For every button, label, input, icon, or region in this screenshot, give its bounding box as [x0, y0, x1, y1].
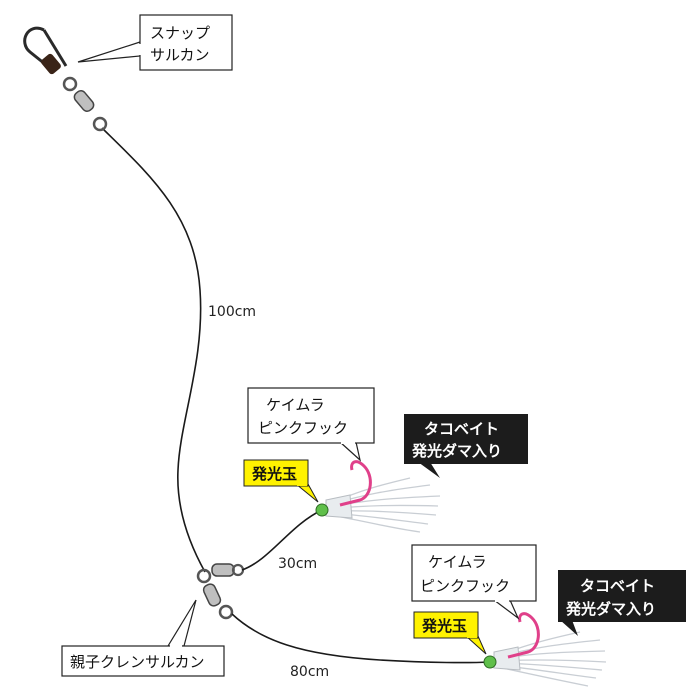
bead2-label: 発光玉	[421, 617, 467, 635]
bead-callout-1: 発光玉	[243, 459, 319, 503]
main-line	[101, 127, 206, 573]
hook2-label-line1: ケイムラ	[428, 553, 487, 571]
hook1-label-line1: ケイムラ	[266, 396, 325, 414]
hook-callout-2: ケイムラ ピンクフック	[411, 544, 537, 620]
bait2-label-line1: タコベイト	[580, 577, 655, 595]
bait-callout-1: タコベイト 発光ダマ入り	[404, 414, 528, 478]
snap-swivel-icon	[23, 26, 108, 132]
branch2-length: 80cm	[290, 664, 329, 680]
bait1-label-line2: 発光ダマ入り	[411, 442, 502, 460]
octopus-lure-1-icon	[315, 460, 441, 533]
hook1-label-line2: ピンクフック	[258, 419, 348, 437]
bait1-label-line1: タコベイト	[424, 420, 499, 438]
oyako-label: 親子クレンサルカン	[70, 653, 205, 671]
branch1-length: 30cm	[278, 556, 317, 572]
hook2-label-line2: ピンクフック	[420, 577, 510, 595]
snap-label-line1: スナップ	[150, 24, 210, 42]
hook-callout-1: ケイムラ ピンクフック	[247, 387, 375, 462]
snap-swivel-callout: スナップ サルカン	[77, 14, 233, 71]
branch-line-1	[241, 509, 323, 571]
branch-line-2	[231, 613, 491, 664]
bead1-label: 発光玉	[251, 465, 297, 483]
octopus-lure-2-icon	[483, 612, 607, 687]
bead-callout-2: 発光玉	[413, 611, 487, 655]
snap-label-line2: サルカン	[150, 46, 210, 64]
bait2-label-line2: 発光ダマ入り	[565, 600, 656, 618]
bait-callout-2: タコベイト 発光ダマ入り	[558, 570, 686, 636]
main-line-length: 100cm	[208, 304, 256, 320]
oyako-swivel-callout: 親子クレンサルカン	[61, 599, 225, 677]
